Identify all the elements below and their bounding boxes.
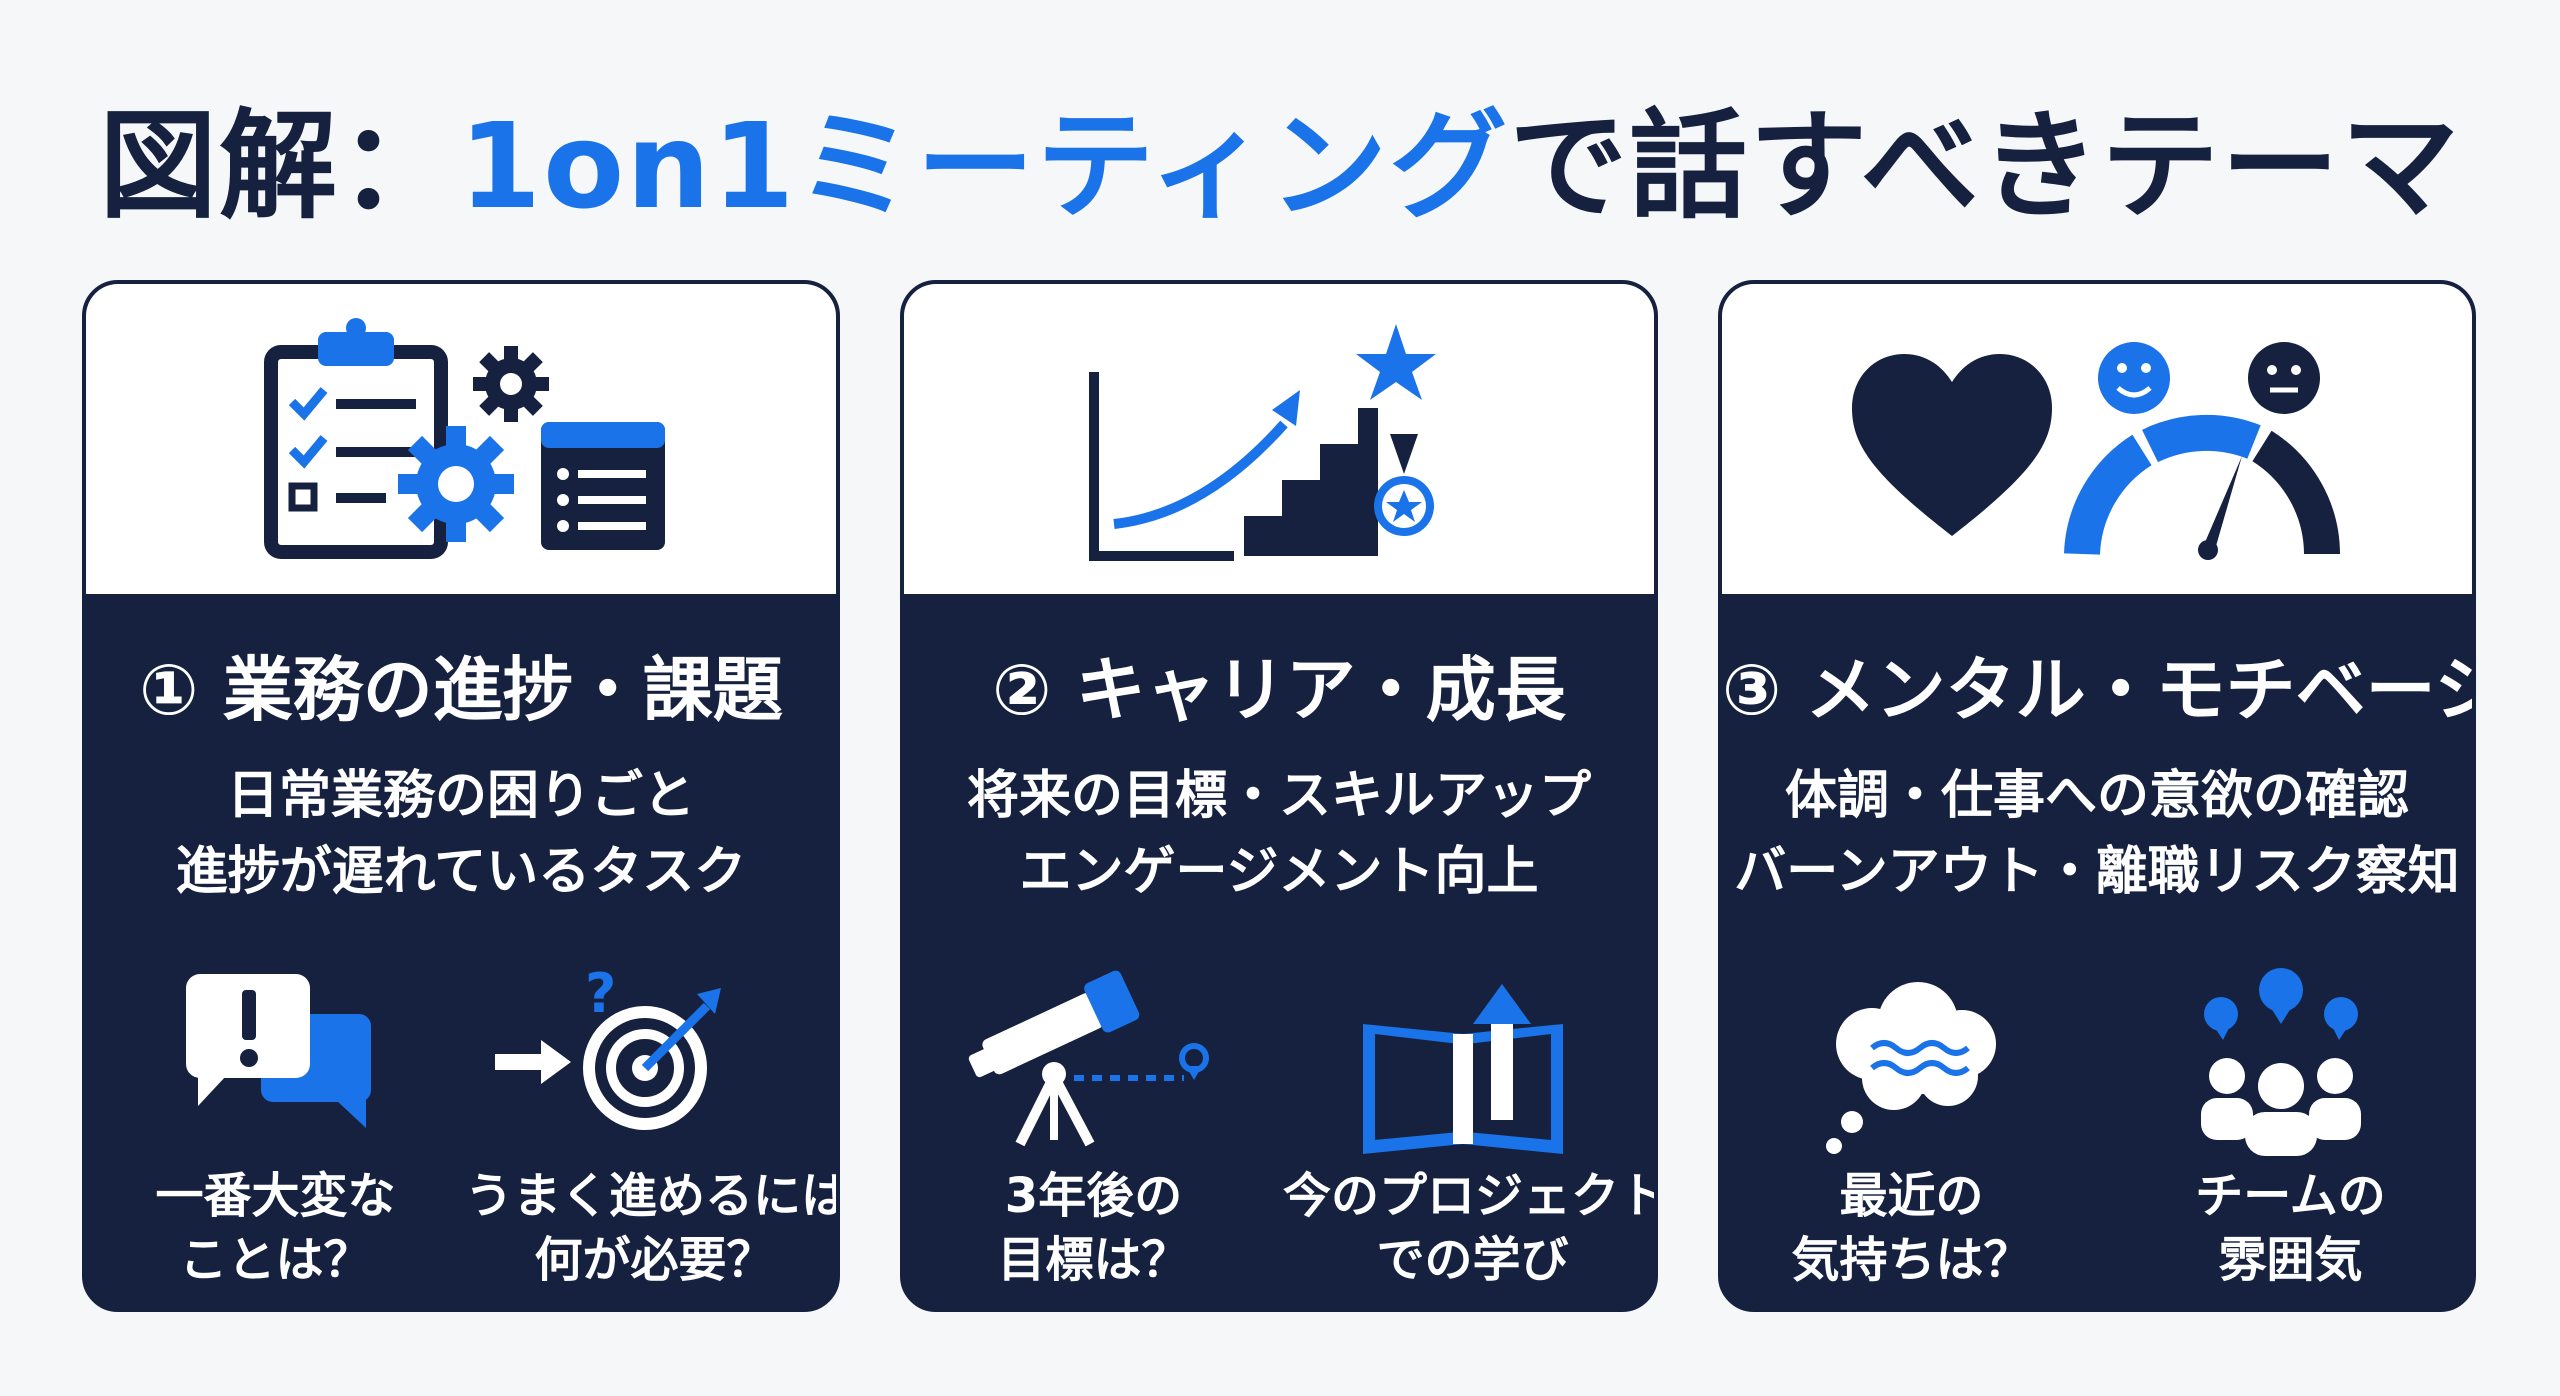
title-prefix: 図解： <box>99 97 460 235</box>
subitem-label: 最近の 気持ちは？ <box>1791 1168 2032 1288</box>
chat-exclamation-icon <box>186 974 371 1128</box>
subitem: ? うまく進めるには 何が必要？ <box>465 964 836 1288</box>
card-title: ② キャリア・成長 <box>992 649 1566 731</box>
subitem-label: 一番大変な ことは？ <box>155 1168 396 1288</box>
subitem-label: 3年後の 目標は？ <box>997 1168 1190 1288</box>
card-description: 日常業務の困りごと 進捗が遅れているタスク <box>86 758 836 910</box>
subitem: 一番大変な ことは？ <box>86 964 465 1288</box>
theme-card-work: ① 業務の進捗・課題 日常業務の困りごと 進捗が遅れているタスク 一番大変な こ… <box>82 280 840 1312</box>
thought-cloud-icon <box>1826 982 1996 1154</box>
theme-card-career: ② キャリア・成長 将来の目標・スキルアップ エンゲージメント向上 3年後の 目… <box>900 280 1658 1312</box>
growth-chart-stairs-icon <box>1089 324 1436 561</box>
desc-line: エンゲージメント向上 <box>1019 842 1539 902</box>
title-suffix: で話すべきテーマ <box>1509 97 2461 235</box>
page-title: 図解：1on1ミーティングで話すべきテーマ <box>0 70 2560 241</box>
desc-line: 日常業務の困りごと <box>226 766 695 826</box>
card-title: ③ メンタル・モチベーション <box>1722 649 2472 731</box>
title-accent: 1on1ミーティング <box>459 97 1510 235</box>
subitem-label: チームの 雰囲気 <box>2195 1168 2386 1288</box>
desc-line: 将来の目標・スキルアップ <box>966 766 1591 826</box>
card-top-panel <box>904 284 1654 594</box>
telescope-icon <box>968 970 1209 1147</box>
heart-gauge-icon <box>1852 342 2340 560</box>
card-top-panel <box>1722 284 2472 594</box>
card-description: 将来の目標・スキルアップ エンゲージメント向上 <box>904 758 1654 910</box>
card-top-panel <box>86 284 836 594</box>
subitem-label: うまく進めるには 何が必要？ <box>465 1168 840 1288</box>
book-upload-icon <box>1363 984 1563 1154</box>
team-chat-icon <box>2201 968 2361 1156</box>
card-title: ① 業務の進捗・課題 <box>139 649 783 731</box>
card-description: 体調・仕事への意欲の確認 バーンアウト・離職リスク察知 <box>1722 758 2472 910</box>
target-arrow-icon: ? <box>495 964 721 1130</box>
desc-line: バーンアウト・離職リスク察知 <box>1734 842 2460 902</box>
subitem-label: 今のプロジェクト での学び <box>1283 1168 1658 1288</box>
clipboard-gear-icon <box>264 318 665 559</box>
desc-line: 進捗が遅れているタスク <box>175 842 747 902</box>
svg-text:?: ? <box>585 964 616 1025</box>
subitem: 最近の 気持ちは？ <box>1722 964 2101 1288</box>
subitem: 今のプロジェクト での学び <box>1283 964 1654 1288</box>
theme-card-mental: ③ メンタル・モチベーション 体調・仕事への意欲の確認 バーンアウト・離職リスク… <box>1718 280 2476 1312</box>
subitem: 3年後の 目標は？ <box>904 964 1283 1288</box>
subitem: チームの 雰囲気 <box>2101 964 2472 1288</box>
desc-line: 体調・仕事への意欲の確認 <box>1784 766 2409 826</box>
